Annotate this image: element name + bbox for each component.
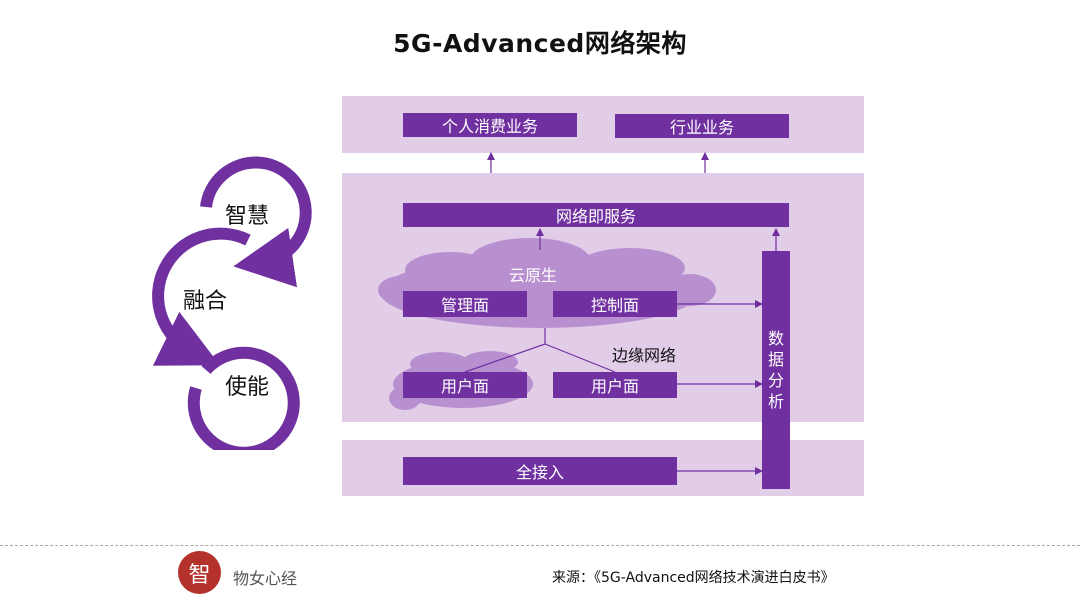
data-analysis-box: 数 据 分 析 xyxy=(762,251,790,489)
brand-logo: 智 xyxy=(178,551,221,594)
cycle-arc-bottom xyxy=(187,346,300,450)
cycle-arc-middle xyxy=(152,227,251,366)
control-plane-box: 控制面 xyxy=(553,291,677,317)
full-access-box: 全接入 xyxy=(403,457,677,485)
industry-service-box: 行业业务 xyxy=(615,114,789,138)
footer-divider xyxy=(0,545,1080,546)
user-plane-right-box: 用户面 xyxy=(553,372,677,398)
user-plane-left-box: 用户面 xyxy=(403,372,527,398)
cycle-arc-top xyxy=(200,156,312,288)
cycle-item-fusion: 融合 xyxy=(182,289,227,314)
data-analysis-char: 据 xyxy=(767,350,784,369)
data-analysis-char: 分 xyxy=(767,371,784,390)
management-plane-box: 管理面 xyxy=(403,291,527,317)
cycle-item-wisdom: 智慧 xyxy=(224,204,269,229)
cycle-item-enable: 使能 xyxy=(224,375,269,400)
brand-name: 物女心经 xyxy=(233,569,298,588)
source-note: 来源：《5G-Advanced网络技术演进白皮书》 xyxy=(552,570,835,586)
cloud-native-label: 云原生 xyxy=(509,266,558,285)
page-title: 5G-Advanced网络架构 xyxy=(393,29,687,58)
data-analysis-char: 数 xyxy=(767,329,784,348)
consumer-service-box: 个人消费业务 xyxy=(403,113,577,137)
data-analysis-char: 析 xyxy=(767,392,784,411)
network-as-service-box: 网络即服务 xyxy=(403,203,789,227)
cycle-diagram xyxy=(152,156,312,450)
edge-network-label: 边缘网络 xyxy=(612,346,677,365)
